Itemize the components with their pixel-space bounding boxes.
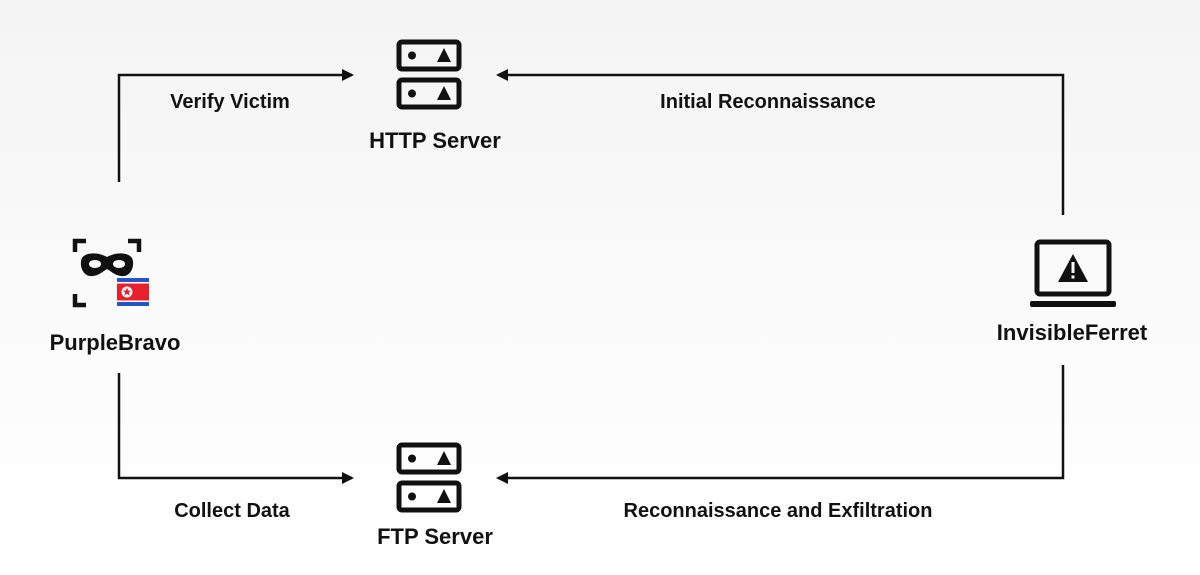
- laptop-warning-icon: [1030, 239, 1116, 307]
- invisibleferret-label: InvisibleFerret: [996, 320, 1148, 345]
- edge-label-reconnaissance-exfiltration: Reconnaissance and Exfiltration: [623, 500, 933, 522]
- edge-reconnaissance-exfiltration: [496, 365, 1065, 484]
- http-server-icon: [396, 39, 462, 110]
- edge-verify-victim: [117, 69, 354, 182]
- edge-label-verify-victim: Verify Victim: [170, 91, 290, 113]
- edge-label-collect-data: Collect Data: [174, 500, 290, 522]
- edge-initial-reconnaissance: [496, 69, 1065, 215]
- edge-collect-data: [117, 373, 354, 484]
- ftp-server-icon: [396, 442, 462, 513]
- http-server-label: HTTP Server: [369, 128, 501, 153]
- north-korea-flag-icon: [117, 278, 149, 306]
- ftp-server-label: FTP Server: [377, 524, 493, 549]
- masked-actor-icon: [72, 238, 142, 308]
- purplebravo-label: PurpleBravo: [49, 330, 181, 355]
- edge-label-initial-reconnaissance: Initial Reconnaissance: [660, 91, 876, 113]
